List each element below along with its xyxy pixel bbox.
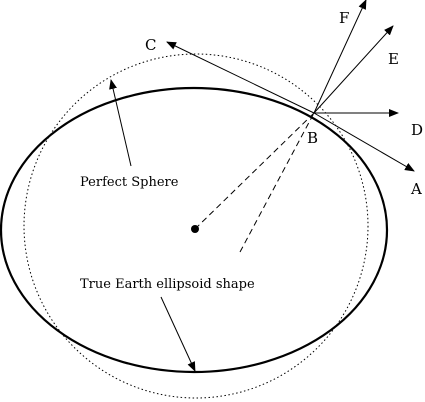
arrow-a: [313, 112, 415, 172]
arrow-e: [313, 25, 394, 114]
ellipsoid-leader-arrow: [160, 296, 196, 372]
earth-ellipsoid: [0, 86, 389, 374]
label-d: D: [411, 121, 423, 139]
sphere-leader-arrow: [109, 79, 132, 167]
perfect-sphere-circle: [23, 53, 369, 399]
label-c: C: [145, 36, 156, 54]
label-a: A: [410, 180, 422, 198]
perfect-sphere-label: Perfect Sphere: [80, 175, 179, 190]
label-b: B: [307, 129, 318, 147]
radius-dashed-line: [194, 112, 315, 230]
label-e: E: [388, 50, 399, 68]
arrow-c: [166, 41, 315, 114]
label-f: F: [339, 9, 349, 27]
ellipsoid-label: True Earth ellipsoid shape: [80, 277, 255, 292]
arrow-f: [313, 0, 367, 114]
normal-dashed-line: [239, 112, 315, 253]
